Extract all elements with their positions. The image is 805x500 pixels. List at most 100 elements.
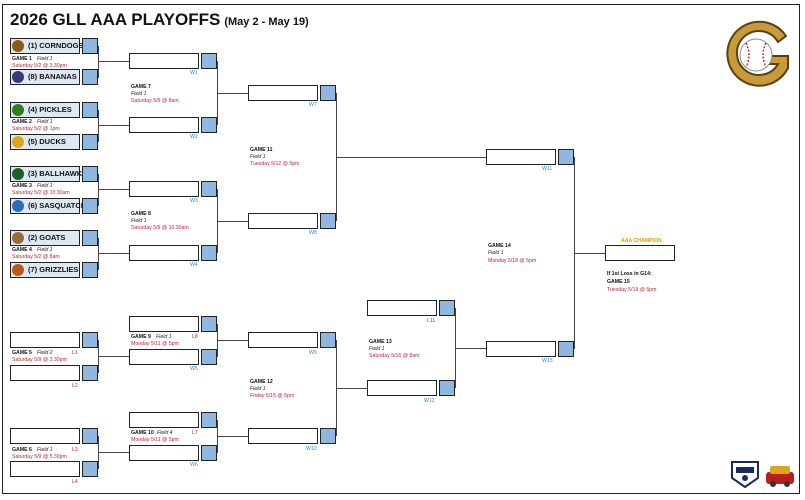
score-box[interactable] [82,166,98,182]
w2-label: W2 [190,134,198,140]
game-3-field: Field 1 [37,183,53,189]
score-box[interactable] [320,85,336,101]
score-box[interactable] [201,349,217,365]
game-4-label: GAME 4 [12,247,32,253]
sponsor-logo-icon [766,466,794,487]
w5-label: W5 [190,366,198,372]
slot-loser-g5b[interactable] [10,365,80,381]
score-box[interactable] [82,38,98,54]
w12-label: W12 [424,398,435,404]
score-box[interactable] [558,149,574,165]
game-12-field: Field 1 [250,386,266,392]
slot-w10[interactable] [248,428,318,444]
game-7-date: Saturday 5/9 @ 8am [131,98,179,104]
score-box[interactable] [82,102,98,118]
game-11-field: Field 1 [250,154,266,160]
score-box[interactable] [439,300,455,316]
team-bananas: (8) BANANAS [10,69,80,85]
slot-g10-top[interactable] [129,412,199,428]
goats-logo-icon [12,232,24,244]
score-box[interactable] [82,365,98,381]
slot-w8[interactable] [248,213,318,229]
score-box[interactable] [558,341,574,357]
w6-label: W6 [190,462,198,468]
l8-label: L8 [192,334,198,340]
slot-l11[interactable] [367,300,437,316]
game-6-label: GAME 6 [12,447,32,453]
score-box[interactable] [320,428,336,444]
game-13-date: Saturday 5/16 @ 8am [369,353,420,359]
score-box[interactable] [82,428,98,444]
game-12-date: Friday 5/15 @ 5pm [250,393,295,399]
game-13-field: Field 1 [369,346,385,352]
game-3-date: Saturday 5/2 @ 10.30am [12,190,70,196]
score-box[interactable] [201,316,217,332]
slot-w5[interactable] [129,349,199,365]
score-box[interactable] [320,332,336,348]
score-box[interactable] [82,198,98,214]
score-box[interactable] [82,332,98,348]
score-box[interactable] [201,412,217,428]
team-ballhawks: (3) BALLHAWKS [10,166,87,182]
slot-champion[interactable] [605,245,675,261]
score-box[interactable] [82,461,98,477]
game-5-label: GAME 5 [12,350,32,356]
game-10-date: Monday 5/11 @ 5pm [131,437,179,443]
game-4-field: Field 1 [37,247,53,253]
game-7-field: Field 1 [131,91,147,97]
score-box[interactable] [201,181,217,197]
slot-w13[interactable] [486,341,556,357]
game-15-note: If 1st Loss in G14: [607,271,652,277]
slot-w7[interactable] [248,85,318,101]
corndogs-logo-icon [12,40,24,52]
game-6-field: Field 1 [37,447,53,453]
team-name: (4) PICKLES [28,105,72,114]
score-box[interactable] [82,262,98,278]
slot-w9[interactable] [248,332,318,348]
l4-label: L4 [72,479,78,485]
game-11-label: GAME 11 [250,147,273,153]
score-box[interactable] [201,53,217,69]
slot-loser-g5a[interactable] [10,332,80,348]
l2-label: L2 [72,383,78,389]
score-box[interactable] [439,380,455,396]
slot-w3[interactable] [129,181,199,197]
game-1-label: GAME 1 [12,56,32,62]
score-box[interactable] [201,245,217,261]
score-box[interactable] [82,69,98,85]
game-8-date: Saturday 5/9 @ 10.30am [131,225,189,231]
score-box[interactable] [201,445,217,461]
score-box[interactable] [320,213,336,229]
slot-w2[interactable] [129,117,199,133]
slot-w11[interactable] [486,149,556,165]
team-name: (5) DUCKS [28,137,66,146]
l1-label: L1 [72,350,78,356]
team-ducks: (5) DUCKS [10,134,80,150]
slot-w4[interactable] [129,245,199,261]
slot-w6[interactable] [129,445,199,461]
page-title: 2026 GLL AAA PLAYOFFS(May 2 - May 19) [10,10,309,30]
slot-w12[interactable] [367,380,437,396]
game-1-date: Saturday 5/2 @ 3.30pm [12,63,67,69]
score-box[interactable] [201,117,217,133]
game-11-date: Tuesday 5/12 @ 5pm [250,161,300,167]
score-box[interactable] [82,230,98,246]
game-10-label: GAME 10 [131,430,154,436]
champion-label: AAA CHAMPION [621,238,662,244]
game-10-field: Field 4 [157,430,173,436]
game-8-label: GAME 8 [131,211,151,217]
l7-label: L7 [192,430,198,436]
w7-label: W7 [309,102,317,108]
score-box[interactable] [82,134,98,150]
w9-label: W9 [309,350,317,356]
team-pickles: (4) PICKLES [10,102,80,118]
game-4-date: Saturday 5/2 @ 8am [12,254,60,260]
slot-g9-top[interactable] [129,316,199,332]
game-9-date: Monday 5/11 @ 5pm [131,341,179,347]
game-2-label: GAME 2 [12,119,32,125]
little-league-logo-icon [731,461,759,488]
slot-loser-g6b[interactable] [10,461,80,477]
team-name: (2) GOATS [28,233,66,242]
slot-loser-g6a[interactable] [10,428,80,444]
slot-w1[interactable] [129,53,199,69]
